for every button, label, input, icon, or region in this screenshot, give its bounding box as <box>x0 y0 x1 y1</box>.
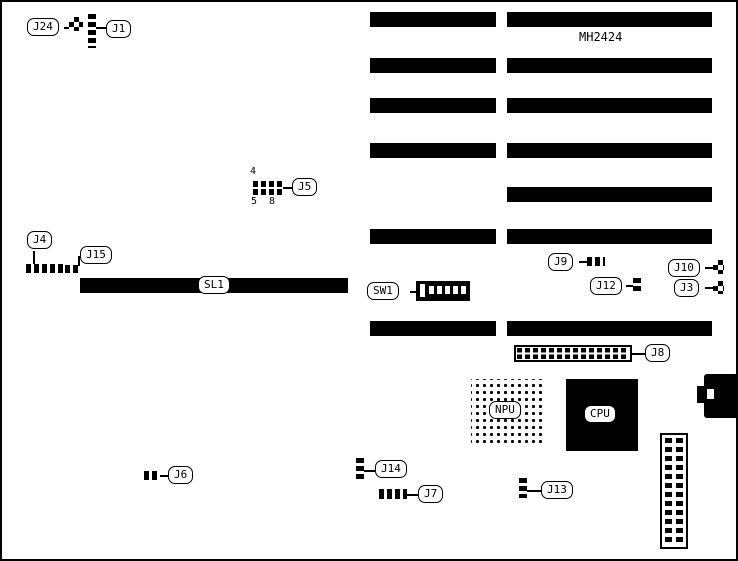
expansion-slot <box>370 229 496 244</box>
leader-line <box>705 287 713 289</box>
cpu-label: CPU <box>584 405 616 423</box>
j13-label: J13 <box>541 481 573 499</box>
expansion-slot <box>507 143 712 158</box>
expansion-slot <box>507 321 712 336</box>
expansion-slot <box>370 98 496 113</box>
expansion-slot <box>507 12 712 27</box>
leader-line <box>407 494 418 496</box>
power-pins-right <box>676 438 683 544</box>
j5-pin8-number: 8 <box>269 196 276 207</box>
expansion-slot <box>507 58 712 73</box>
j13-connector <box>519 478 527 498</box>
sw1-slider <box>420 284 425 297</box>
keyboard-connector-tab <box>697 386 706 403</box>
sl1-slot: SL1 <box>80 276 348 294</box>
npu-label: NPU <box>489 401 521 419</box>
npu-socket: NPU <box>471 379 545 445</box>
leader-line <box>96 27 106 29</box>
j10-connector <box>713 260 724 274</box>
leader-line <box>632 353 645 355</box>
sw1-dip-switch <box>416 281 470 301</box>
leader-line <box>705 267 713 269</box>
leader-line <box>410 291 416 293</box>
j8-pins <box>517 348 629 359</box>
leader-line <box>527 490 541 492</box>
sw1-label: SW1 <box>367 282 399 300</box>
leader-line <box>64 27 69 29</box>
expansion-slot <box>370 321 496 336</box>
j12-label: J12 <box>590 277 622 295</box>
j1-label: J1 <box>106 20 132 38</box>
j10-label: J10 <box>668 259 700 277</box>
j7-label: J7 <box>418 485 444 503</box>
j8-label: J8 <box>645 344 671 362</box>
j5-pin5-number: 5 <box>251 196 258 207</box>
leader-line <box>364 470 375 472</box>
j12-connector <box>633 278 641 292</box>
leader-line <box>626 285 633 287</box>
j5-connector <box>253 181 283 195</box>
j24-jumper-block <box>69 17 83 31</box>
j3-connector <box>713 281 724 294</box>
expansion-slot <box>370 12 496 27</box>
leader-line <box>579 261 587 263</box>
leader-line <box>33 251 35 264</box>
leader-line <box>78 256 80 266</box>
expansion-slot <box>507 229 712 244</box>
j4-connector <box>26 264 64 273</box>
j9-label: J9 <box>548 253 574 271</box>
j14-connector <box>356 458 364 482</box>
j3-label: J3 <box>674 279 700 297</box>
keyboard-connector-notch <box>707 389 714 399</box>
part-number-text: MH2424 <box>579 30 623 44</box>
j14-label: J14 <box>375 460 407 478</box>
expansion-slot <box>370 58 496 73</box>
sl1-label: SL1 <box>198 276 230 294</box>
j24-label: J24 <box>27 18 59 36</box>
j1-pin-header <box>88 14 96 48</box>
expansion-slot <box>370 143 496 158</box>
j15-label: J15 <box>80 246 112 264</box>
expansion-slot <box>507 98 712 113</box>
expansion-slot <box>507 187 712 202</box>
power-pins-left <box>665 438 672 544</box>
j7-connector <box>379 489 407 499</box>
leader-line <box>283 187 292 189</box>
sw1-switch-segments <box>429 286 466 294</box>
keyboard-connector <box>704 374 736 418</box>
j6-label: J6 <box>168 466 194 484</box>
j4-label: J4 <box>27 231 53 249</box>
j5-pin4-number: 4 <box>250 166 257 177</box>
power-connector <box>660 433 688 549</box>
j6-connector <box>144 471 160 480</box>
cpu-chip: CPU <box>566 379 638 451</box>
j8-connector <box>514 345 632 362</box>
j15-connector <box>65 265 79 273</box>
leader-line <box>160 475 168 477</box>
j9-connector <box>587 257 605 266</box>
j5-label: J5 <box>292 178 318 196</box>
